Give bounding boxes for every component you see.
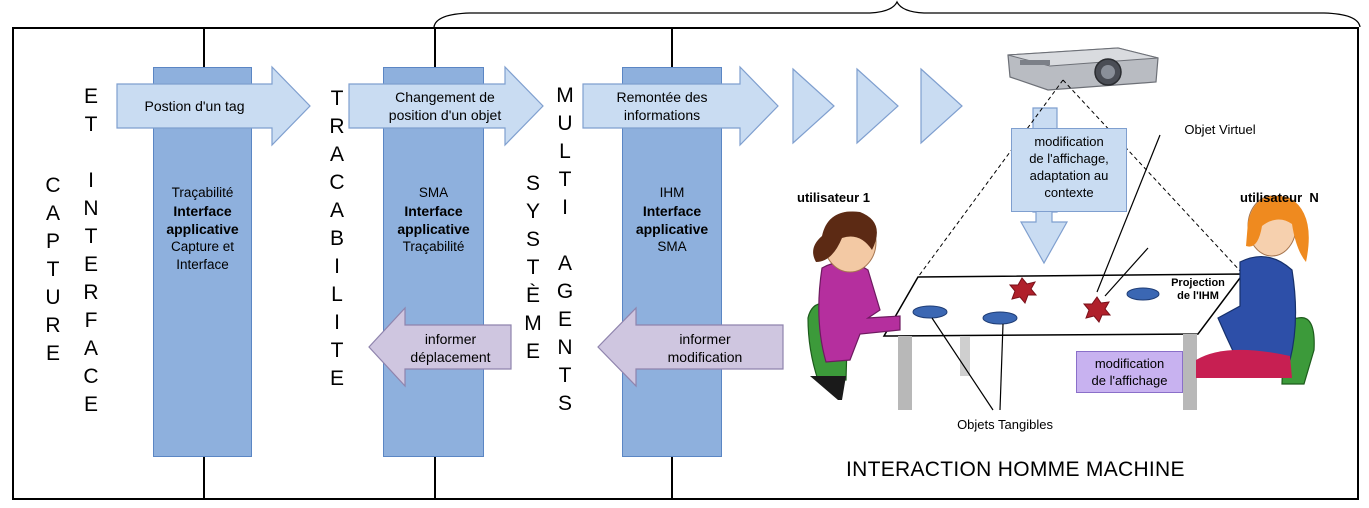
- top-brace: [433, 0, 1361, 28]
- pillar-sub: Capture et Interface: [170, 239, 235, 272]
- tangible-object: [1126, 287, 1160, 301]
- pillar-sma: SMA Interface applicative Traçabilité: [383, 67, 484, 457]
- arrow-label-changement: Changement de position d'un objet: [388, 89, 502, 123]
- diagram-frame: [12, 27, 1359, 500]
- pillar-bold: Interface applicative: [635, 203, 709, 237]
- pillar-title: IHM: [659, 185, 685, 200]
- virtual-object: [1082, 296, 1112, 323]
- arrow-right-1: [116, 65, 311, 147]
- arrow-label-position-tag: Postion d'un tag: [144, 98, 245, 114]
- chevron-2: [856, 67, 899, 145]
- projector-icon: [1007, 47, 1159, 91]
- systeme-label: S Y S T È M E: [524, 172, 542, 363]
- arrow-right-2: [348, 65, 544, 147]
- user-1-figure: [807, 211, 901, 400]
- arrow-label-remontee: Remontée des informations: [616, 89, 708, 123]
- pillar-title: Traçabilité: [171, 185, 234, 200]
- pillar-ihm: IHM Interface applicative SMA: [622, 67, 722, 457]
- display-change-box: modification de l'affichage, adaptation …: [1011, 128, 1127, 212]
- capture-label: C A P T U R E: [45, 174, 61, 365]
- user-1-label: utilisateur 1: [797, 190, 870, 205]
- pillar-title: SMA: [418, 185, 449, 200]
- arrow-left-1: [368, 306, 512, 388]
- arrow-label-informer-modification: informer modification: [667, 331, 743, 365]
- tangible-object: [982, 311, 1018, 325]
- tangible-object: [912, 305, 948, 319]
- pillar-bold: Interface applicative: [397, 203, 470, 237]
- virtual-object: [1008, 277, 1038, 304]
- user-n-figure: [1196, 195, 1315, 385]
- arrow-left-2: [597, 306, 784, 388]
- pillar-sub: SMA: [657, 239, 687, 254]
- arrow-label-informer-deplacement: informer déplacement: [410, 331, 491, 365]
- chevron-1: [792, 67, 835, 145]
- projection-label: Projection de l'IHM: [1171, 277, 1225, 302]
- display-mod-box: modification de l'affichage: [1076, 351, 1183, 393]
- virtual-object-label: Objet Virtuel: [1184, 122, 1256, 137]
- pillar-tracabilite: Traçabilité Interface applicative Captur…: [153, 67, 252, 457]
- tracabilite-label: T R A C A B I L I T E: [329, 87, 345, 390]
- pillar-sub: Traçabilité: [402, 239, 465, 254]
- pillar-bold: Interface applicative: [166, 203, 239, 237]
- interface-label: E T I N T E R F A C E: [83, 85, 99, 416]
- chevron-3: [920, 67, 963, 145]
- tangible-objects-label: Objets Tangibles: [957, 417, 1053, 432]
- multi-agents-label: M U L T I A G E N T S: [556, 84, 574, 415]
- interaction-title: INTERACTION HOMME MACHINE: [846, 458, 1185, 481]
- arrow-right-3: [582, 65, 779, 147]
- user-n-label: utilisateur N: [1240, 190, 1319, 205]
